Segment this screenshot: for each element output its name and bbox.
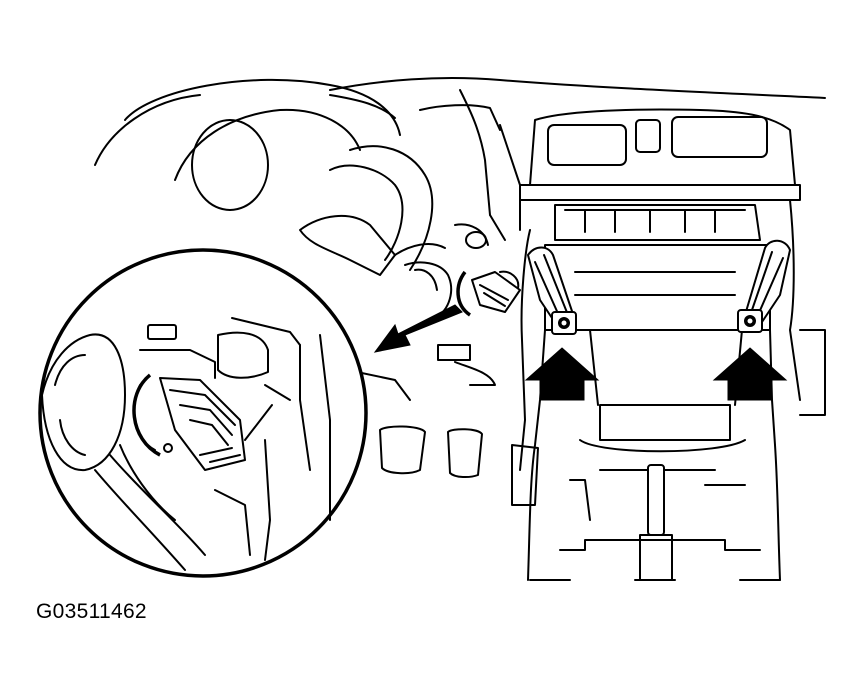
- right-bracket: [737, 239, 791, 333]
- center-console: [519, 108, 826, 581]
- left-bracket: [527, 246, 577, 335]
- arrow-up-left-fastener: [524, 347, 600, 401]
- steering-wheel: [94, 78, 446, 276]
- figure-id-label: G03511462: [36, 600, 147, 623]
- shift-lever: [634, 464, 676, 581]
- arrow-to-detail: [373, 304, 463, 353]
- detail-inset: [38, 248, 368, 578]
- dashboard-outline: [329, 77, 826, 319]
- arrow-up-right-fastener: [712, 347, 788, 401]
- connector-main: [437, 270, 521, 386]
